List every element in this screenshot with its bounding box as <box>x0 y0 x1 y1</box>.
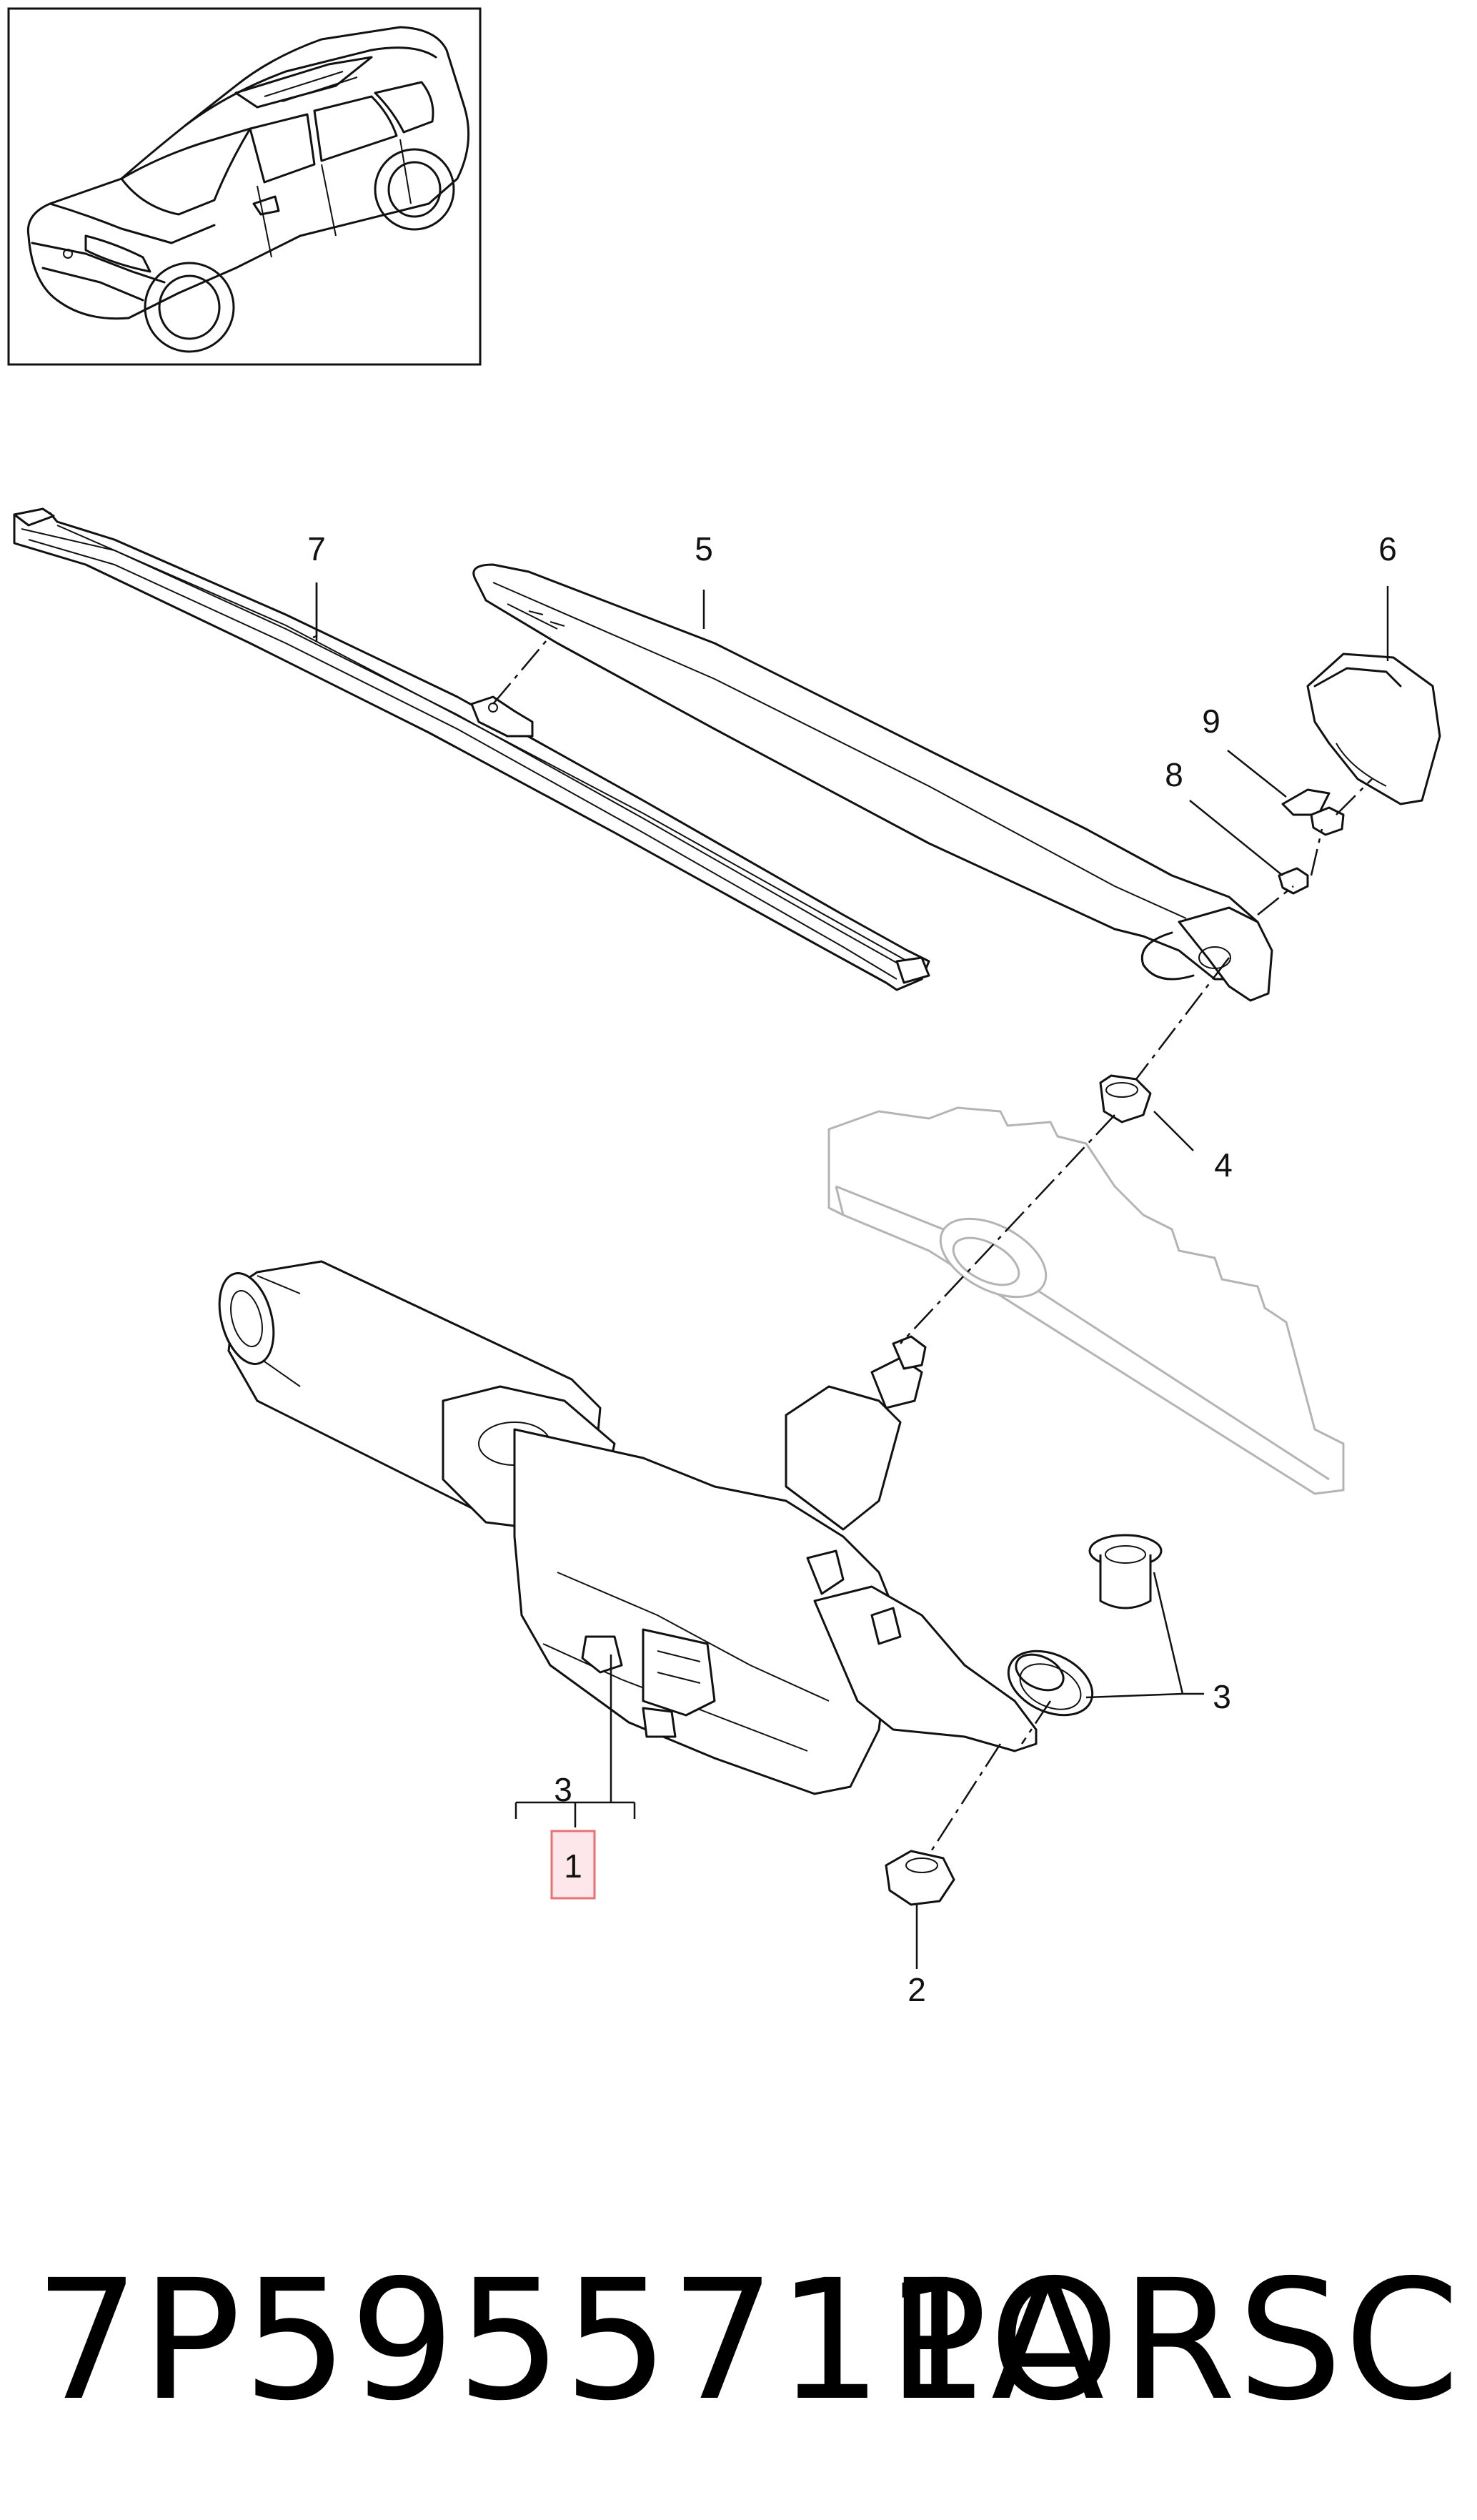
brand-name: PORSCHE <box>887 2244 1477 2437</box>
callout-2: 2 <box>907 1971 926 2008</box>
leader-lines <box>312 582 1389 1969</box>
callout-3-set: 3 <box>554 1771 572 1808</box>
callout-5: 5 <box>695 530 713 567</box>
vehicle-overview-inset <box>7 7 482 366</box>
part-number: 7P5955711A <box>34 2244 1105 2437</box>
assembly-axis-lines <box>492 635 1373 1855</box>
cap-part-6 <box>1306 653 1441 805</box>
callout-6: 6 <box>1378 530 1397 567</box>
wiper-blade-part-7 <box>13 507 930 991</box>
tailgate-panel-outline <box>827 1106 1345 1495</box>
nut-part-2 <box>885 1850 955 1906</box>
nut-part-8 <box>1278 806 1345 895</box>
callout-8: 8 <box>1165 756 1183 793</box>
callout-3-bush: 3 <box>1213 1678 1231 1715</box>
callout-labels: 7 5 6 9 8 4 3 3 1 2 <box>307 530 1397 2008</box>
suv-sketch-icon <box>26 26 470 353</box>
footer: 7P5955711A PORSCHE <box>34 2244 1477 2437</box>
callout-1: 1 <box>564 1847 582 1885</box>
callout-4: 4 <box>1214 1146 1233 1184</box>
callout-9: 9 <box>1202 703 1220 740</box>
clip-part-9 <box>1281 788 1331 816</box>
highlighted-part-box <box>550 1830 596 1900</box>
callout-7: 7 <box>307 530 326 567</box>
wiper-arm-part-5 <box>472 563 1273 1002</box>
bush-part-3 <box>1007 1534 1163 1717</box>
wiper-motor-part-1 <box>218 1260 1038 1795</box>
grommet-part-4 <box>1099 1074 1152 1123</box>
